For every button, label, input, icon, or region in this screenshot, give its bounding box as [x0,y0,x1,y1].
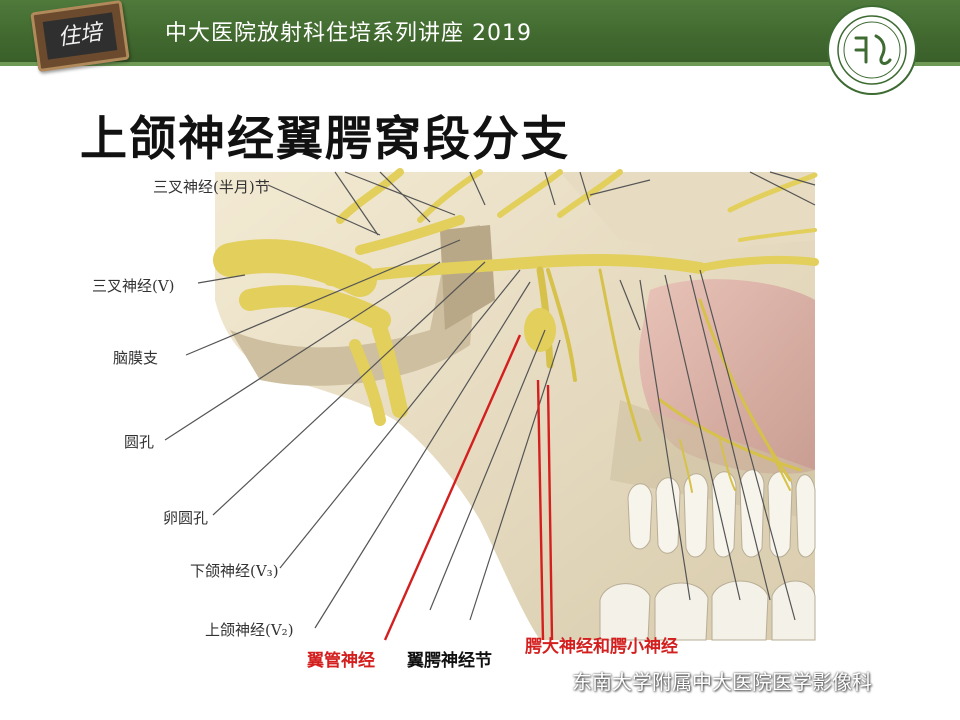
wechat-icon [538,670,564,690]
lower-teeth [599,580,816,641]
callout-lines [383,334,554,641]
leader-lines [164,171,816,629]
callout-palatine-nerves: 腭大神经和腭小神经 [525,637,678,657]
lecture-series-title: 中大医院放射科住培系列讲座 2019 [165,21,532,46]
callout-pterygopalatine-ganglion: 翼腭神经节 [407,651,492,671]
label-foramen-ovale: 卵圆孔 [163,509,209,527]
watermark-text: 东南大学附属中大医院医学影像科 [572,670,872,694]
callout-vidian-nerve: 翼管神经 [307,651,375,671]
label-maxillary-nerve: 上颌神经(V₂) [205,621,294,639]
label-trigeminal-nerve: 三叉神经(V) [92,277,175,295]
label-mandibular-nerve: 下颌神经(V₃) [190,562,279,580]
slide-title: 上颌神经翼腭窝段分支 [80,112,570,167]
label-meningeal-branch: 脑膜支 [113,349,159,367]
header-divider [0,62,960,66]
label-trigeminal-ganglion: 三叉神经(半月)节 [153,178,270,196]
header-bar [0,0,960,62]
hospital-seal-logo [827,5,917,95]
label-foramen-rotundum: 圆孔 [124,433,155,451]
